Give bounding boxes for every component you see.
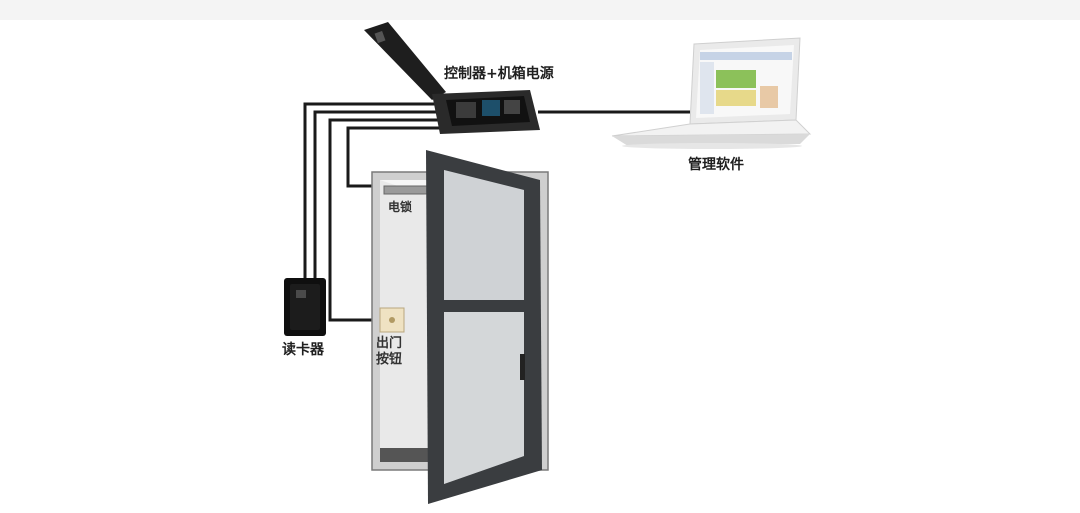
top-bar	[0, 0, 1080, 20]
wire-exit-button	[328, 118, 440, 322]
laptop-icon	[611, 37, 812, 149]
software-label: 管理软件	[688, 157, 744, 173]
reader-label: 读卡器	[282, 342, 324, 358]
door-icon	[371, 150, 549, 504]
card-reader-icon	[284, 278, 326, 336]
wire-reader-inner	[313, 110, 440, 282]
controller-label: 控制器+机箱电源	[444, 66, 554, 82]
wire-reader-outer	[303, 102, 440, 290]
exit-label-line1: 出门	[376, 336, 403, 351]
controller-box-icon	[364, 22, 540, 134]
exit-label-line2: 按钮	[376, 352, 403, 368]
lock-label: 电锁	[388, 200, 413, 214]
exit-button-label: 出门 按钮	[376, 336, 402, 369]
